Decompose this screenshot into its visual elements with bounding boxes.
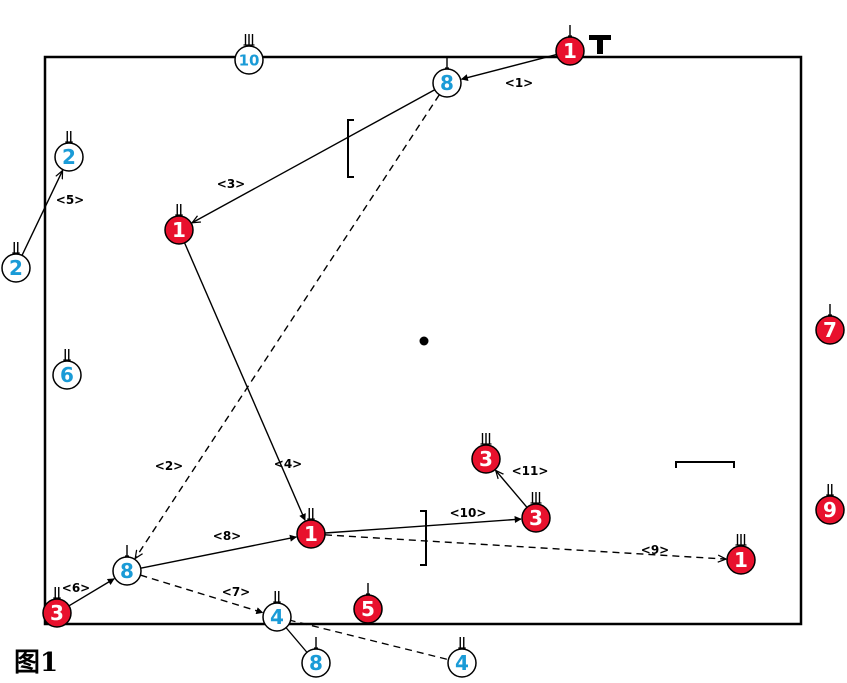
bar-tick-icon: [12, 242, 20, 254]
move-arrow-5: [21, 171, 63, 256]
move-arrow-8: [140, 534, 297, 569]
bar-tick-icon: [53, 587, 61, 599]
player-number: 5: [361, 597, 375, 621]
player-red-5: 5: [353, 583, 383, 624]
player-number: 10: [239, 51, 260, 69]
bar-tick-icon: [273, 591, 281, 603]
bar-tick-icon: [175, 204, 183, 216]
player-number: 2: [62, 145, 76, 169]
center-spot: [419, 336, 429, 346]
move-arrow-7: [140, 574, 264, 615]
player-blue-2: 2: [1, 242, 31, 283]
player-number: 1: [563, 39, 577, 63]
bar-tick-icon: [314, 637, 318, 649]
bar-tick-icon: [125, 545, 129, 557]
player-red-1: 1: [726, 534, 756, 575]
barrier-bracket-right: [675, 461, 735, 468]
bar-tick-icon: [828, 304, 832, 316]
player-blue-10: 10: [234, 34, 264, 75]
figure-caption: 图1: [14, 648, 59, 678]
bar-tick-icon: [307, 508, 315, 520]
barrier-bracket-top: [347, 119, 354, 178]
player-blue-8: 8: [112, 545, 142, 586]
bar-tick-icon: [243, 34, 255, 46]
player-red-9: 9: [815, 484, 845, 525]
player-red-3: 3: [471, 433, 501, 474]
t-marker-icon: [589, 35, 611, 54]
move-arrow-6: [68, 578, 115, 607]
player-number: 9: [823, 498, 837, 522]
bar-tick-icon: [530, 492, 542, 504]
player-number: 2: [9, 256, 23, 280]
pitch-boundary: [43, 55, 803, 626]
move-arrow-9: [324, 534, 726, 559]
move-label-2: <2>: [155, 459, 183, 473]
barrier-bracket-bottom: [420, 510, 427, 566]
player-blue-4: 4: [262, 591, 292, 632]
player-number: 3: [529, 506, 543, 530]
move-arrow-4: [183, 242, 306, 521]
move-label-7: <7>: [222, 585, 250, 599]
player-blue-4: 4: [447, 637, 477, 678]
bar-tick-icon: [63, 349, 71, 361]
move-arrow-1: [460, 53, 557, 82]
player-number: 3: [50, 601, 64, 625]
move-arrow-2: [135, 94, 440, 559]
player-blue-8: 8: [301, 637, 331, 678]
player-number: 3: [479, 447, 493, 471]
bar-tick-icon: [65, 131, 73, 143]
move-label-4: <4>: [274, 457, 302, 471]
player-red-3: 3: [42, 587, 72, 628]
player-number: 8: [309, 651, 323, 675]
move-label-8: <8>: [213, 529, 241, 543]
move-label-6: <6>: [62, 581, 90, 595]
move-label-10: <10>: [450, 506, 487, 520]
move-arrow-11: [496, 470, 528, 508]
bar-tick-icon: [458, 637, 466, 649]
player-blue-2: 2: [54, 131, 84, 172]
player-number: 4: [455, 651, 469, 675]
link-line-2: [276, 616, 463, 664]
bar-tick-icon: [568, 25, 572, 37]
bar-tick-icon: [735, 534, 747, 546]
bar-tick-icon: [826, 484, 834, 496]
player-red-3: 3: [521, 492, 551, 533]
move-label-3: <3>: [217, 177, 245, 191]
player-number: 8: [120, 559, 134, 583]
player-blue-6: 6: [52, 349, 82, 390]
player-number: 4: [270, 605, 284, 629]
player-blue-8: 8: [432, 57, 462, 98]
player-number: 1: [734, 548, 748, 572]
move-arrow-3: [192, 89, 436, 223]
player-number: 7: [823, 318, 837, 342]
player-number: 6: [60, 363, 74, 387]
player-number: 1: [172, 218, 186, 242]
player-number: 1: [304, 522, 318, 546]
bar-tick-icon: [445, 57, 449, 69]
player-red-7: 7: [815, 304, 845, 345]
move-arrow-10: [324, 516, 522, 534]
move-label-9: <9>: [641, 543, 669, 557]
player-red-1: 1: [555, 25, 585, 66]
bar-tick-icon: [366, 583, 370, 595]
player-number: 8: [440, 71, 454, 95]
move-label-11: <11>: [512, 464, 549, 478]
move-label-1: <1>: [505, 76, 533, 90]
bar-tick-icon: [480, 433, 492, 445]
player-red-1: 1: [296, 508, 326, 549]
player-red-1: 1: [164, 204, 194, 245]
move-label-5: <5>: [56, 193, 84, 207]
